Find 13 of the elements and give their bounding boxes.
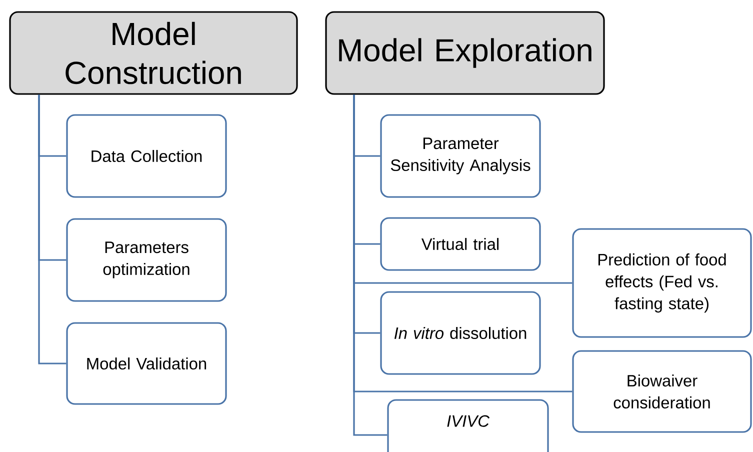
process-box: Parameters optimization bbox=[66, 218, 227, 302]
process-box: Virtual trial bbox=[380, 217, 541, 271]
process-box: IVIVC bbox=[387, 399, 549, 452]
process-box: Prediction of food effects (Fed vs. fasting state) bbox=[572, 228, 752, 338]
process-box: Parameter Sensitivity Analysis bbox=[380, 114, 541, 198]
connector-line bbox=[38, 94, 66, 364]
process-box: Model Validation bbox=[66, 322, 227, 405]
heading-box: Model Construction bbox=[9, 11, 298, 95]
process-box: In vitro dissolution bbox=[380, 291, 541, 375]
process-box: Biowaiver consideration bbox=[572, 350, 752, 433]
process-box: Data Collection bbox=[66, 114, 227, 198]
heading-box: Model Exploration bbox=[325, 11, 605, 95]
connector-line bbox=[353, 94, 388, 436]
